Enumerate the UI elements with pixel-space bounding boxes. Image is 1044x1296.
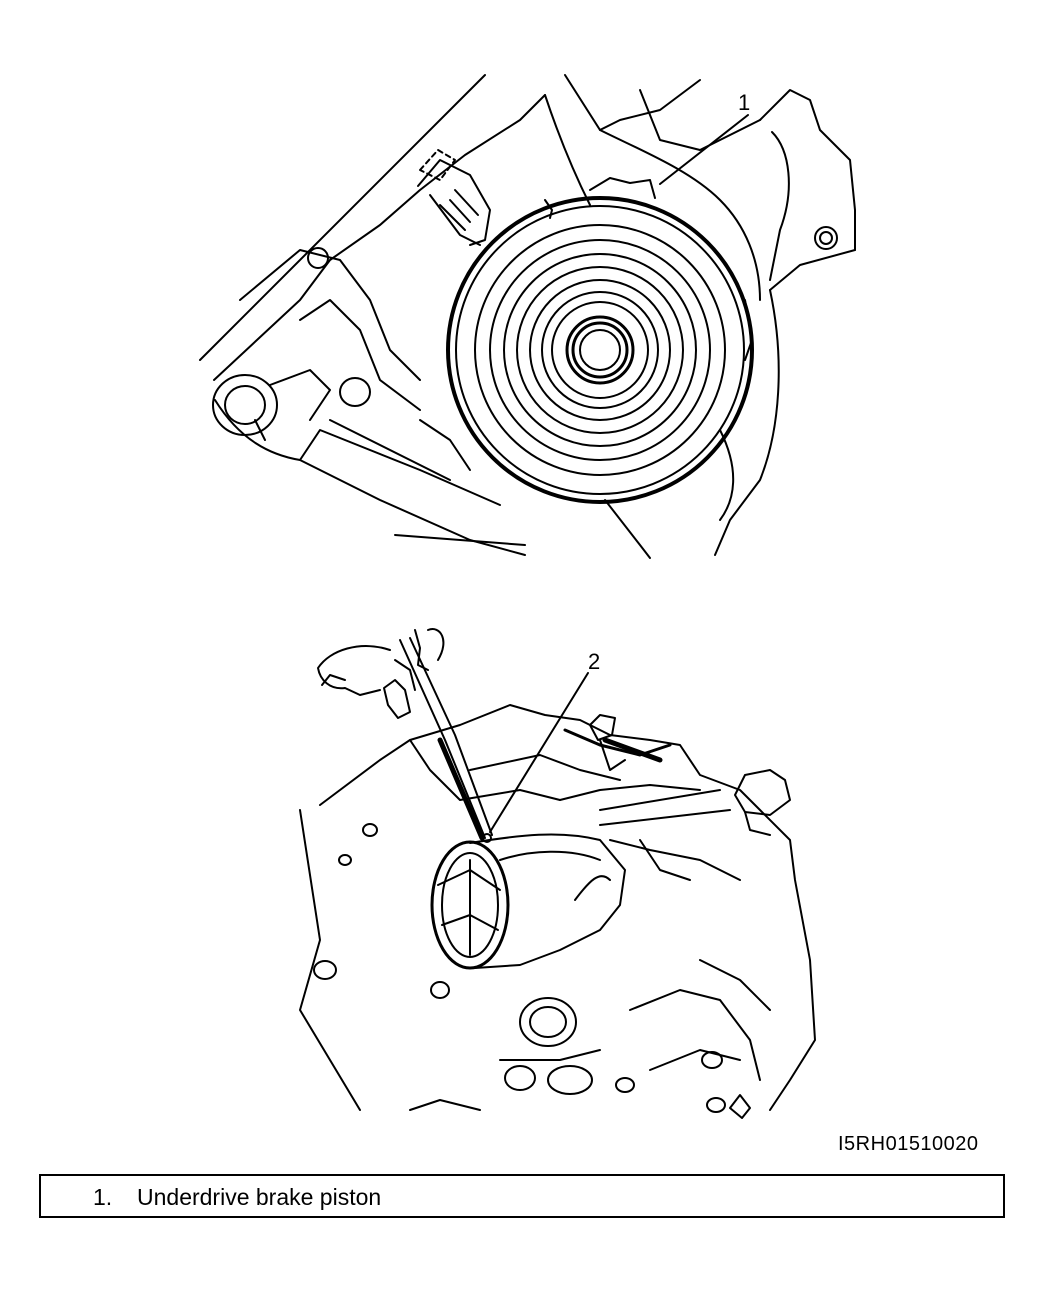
- legend-item-number: 1.: [93, 1184, 113, 1210]
- bolt-top: [735, 770, 790, 815]
- callout-label-2: 2: [588, 649, 601, 674]
- transmission-illustration: [0, 0, 1044, 1160]
- case-top-view: [200, 75, 855, 558]
- callout-label-1: 1: [738, 90, 751, 115]
- brake-piston-outer: [448, 198, 752, 502]
- legend-item: 1. Underdrive brake piston: [93, 1184, 381, 1211]
- callout-1-leader: [660, 115, 748, 184]
- center-bore: [567, 317, 633, 383]
- boss-left: [213, 375, 277, 435]
- callout-2-leader: [490, 673, 588, 832]
- legend-box: 1. Underdrive brake piston: [39, 1174, 1005, 1218]
- legend-item-text: Underdrive brake piston: [137, 1184, 382, 1210]
- air-gun-tool: [318, 629, 492, 842]
- figure-id: I5RH01510020: [838, 1133, 979, 1155]
- case-bottom-view: [300, 705, 815, 1118]
- bolt-hole-right: [815, 227, 837, 249]
